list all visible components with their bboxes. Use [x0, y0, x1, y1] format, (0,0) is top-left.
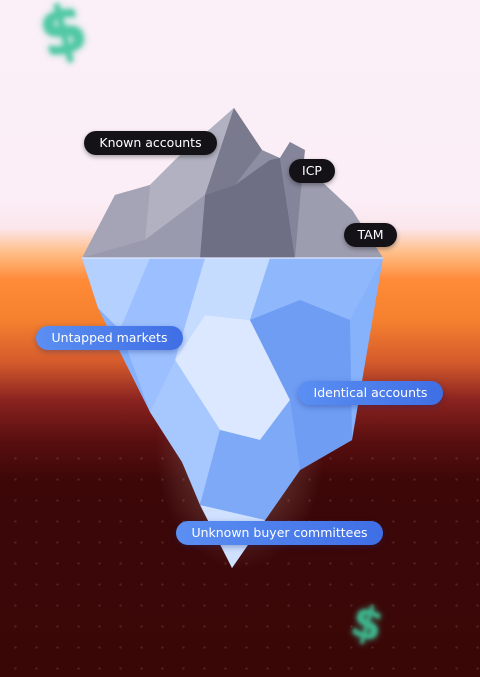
label-identical-accounts: Identical accounts — [298, 381, 443, 405]
label-icp: ICP — [289, 159, 335, 183]
label-unknown-buyer-committees: Unknown buyer committees — [176, 521, 383, 545]
label-tam: TAM — [344, 223, 397, 247]
label-known-accounts: Known accounts — [84, 131, 217, 155]
label-untapped-markets: Untapped markets — [36, 326, 183, 350]
